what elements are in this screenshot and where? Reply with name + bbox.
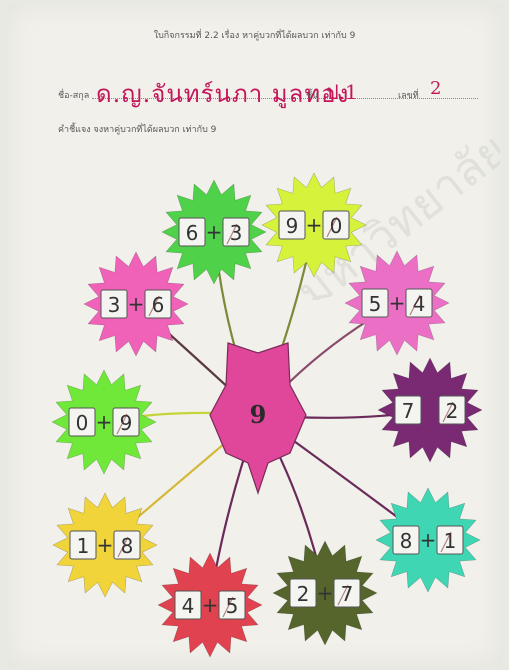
number-value: 2 [430,78,442,99]
addend-box-a [394,395,422,425]
addend-box-a [100,289,128,319]
plus-sign: + [420,528,437,552]
check-mark [337,584,349,606]
addend-box-a [278,210,306,240]
addend-b: 5 [226,594,239,618]
addend-a: 5 [369,292,382,316]
check-mark [409,294,421,316]
number-pair-burst: 8 1 + [375,487,481,593]
addend-a: 0 [76,411,89,435]
burst-shape [377,357,483,463]
plus-sign: + [128,292,145,316]
burst-shape [52,492,158,598]
student-info: ชื่อ-สกุล ด.ญ.จันทร์นภา มูลทอง ชั้น ป.1 … [58,76,478,108]
addend-a: 8 [400,529,413,553]
addend-box-a [361,288,389,318]
burst-shape [272,540,378,646]
burst-shape [157,552,263,658]
worksheet-title: ใบกิจกรรมที่ 2.2 เรื่อง หาคู่บวกที่ได้ผล… [153,31,356,41]
burst-shape [51,369,157,475]
addend-a: 2 [297,582,310,606]
center-hexagon [209,342,307,495]
check-mark [442,401,454,423]
check-mark [440,531,452,553]
center-sum-shape: 9 [209,342,307,495]
addend-box-a [392,525,420,555]
addend-b: 2 [446,399,459,423]
addend-b: 4 [413,292,426,316]
number-pair-burst: 1 8 + [52,492,158,598]
plus-sign: + [97,533,114,557]
number-pair-burst: 4 5 + [157,552,263,658]
name-label: ชื่อ-สกุล [58,91,90,101]
student-name: ด.ญ.จันทร์นภา มูลทอง [96,80,350,108]
plus-sign: + [306,213,323,237]
number-pair-burst: 0 9 + [51,369,157,475]
instruction: คำชี้แจง จงหาคู่บวกที่ได้ผลบวก เท่ากับ 9 [58,125,217,135]
check-mark [117,536,129,558]
burst-shape [375,487,481,593]
addend-box-a [174,590,202,620]
center-sum-value: 9 [250,400,267,429]
check-mark [326,216,338,238]
addend-box-a [178,217,206,247]
addend-b: 6 [152,293,165,317]
addend-b: 7 [341,582,354,606]
burst-shape [261,172,367,278]
plus-sign: + [202,593,219,617]
addend-box-a [68,407,96,437]
number-pair-burst: 3 6 + [83,251,189,357]
number-pair-burst: 9 0 + [261,172,367,278]
addend-b: 9 [120,411,133,435]
addend-a: 7 [402,399,415,423]
number-pair-burst: 5 4 + [344,250,450,356]
plus-sign: + [389,291,406,315]
addend-a: 3 [108,293,121,317]
class-value: ป.1 [326,80,358,104]
addend-a: 9 [286,214,299,238]
burst-shape [83,251,189,357]
number-pair-burst: 6 3 + [161,179,267,285]
check-mark [148,295,160,317]
addend-a: 4 [182,594,195,618]
burst-shape [344,250,450,356]
burst-shape [161,179,267,285]
addend-a: 6 [186,221,199,245]
check-mark [222,596,234,618]
number-label: เลขที่ [398,91,419,101]
dotted-line [92,98,478,99]
class-label: ชั้น [306,91,319,101]
addend-b: 8 [121,534,134,558]
check-mark [226,223,238,245]
check-mark [116,413,128,435]
addend-b: 0 [330,214,343,238]
plus-sign: + [96,410,113,434]
addend-box-a [69,530,97,560]
addend-b: 3 [230,221,243,245]
addend-box-a [289,578,317,608]
addend-a: 1 [77,534,90,558]
plus-sign: + [206,220,223,244]
plus-sign: + [317,581,334,605]
number-pair-burst: 2 7 + [272,540,378,646]
addend-b: 1 [444,529,457,553]
